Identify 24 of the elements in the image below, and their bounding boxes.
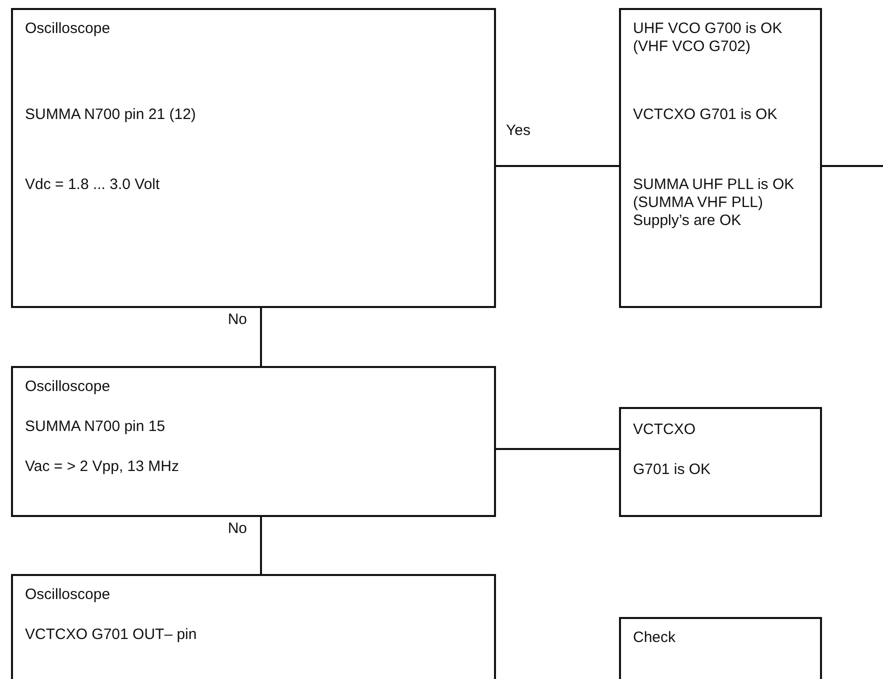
node-text: Vdc = 1.8 ... 3.0 Volt bbox=[25, 176, 160, 194]
node-text: VCTCXO G701 OUT– pin bbox=[25, 626, 197, 644]
process-box bbox=[619, 8, 822, 308]
connector-line bbox=[260, 517, 262, 574]
node-text: Oscilloscope bbox=[25, 586, 110, 604]
node-text: SUMMA N700 pin 21 (12) bbox=[25, 106, 196, 124]
process-box bbox=[11, 366, 496, 517]
node-text: SUMMA N700 pin 15 bbox=[25, 418, 166, 436]
process-box bbox=[11, 8, 496, 308]
process-box bbox=[11, 574, 496, 679]
connector-line bbox=[822, 165, 883, 167]
connector-line bbox=[496, 165, 619, 167]
node-text: G701 is OK bbox=[633, 461, 711, 479]
node-text: Check bbox=[633, 629, 676, 647]
node-text: SUMMA UHF PLL is OK (SUMMA VHF PLL) Supply’s are OK bbox=[633, 176, 796, 230]
node-text: VCTCXO G701 is OK bbox=[633, 106, 778, 124]
node-text: Vac = > 2 Vpp, 13 MHz bbox=[25, 458, 179, 476]
node-text: UHF VCO G700 is OK (VHF VCO G702) bbox=[633, 20, 784, 56]
node-text: Oscilloscope bbox=[25, 378, 110, 396]
node-text: Oscilloscope bbox=[25, 20, 110, 38]
connector-line bbox=[496, 448, 619, 450]
connector-line bbox=[260, 308, 262, 366]
node-text: VCTCXO bbox=[633, 421, 696, 439]
process-box bbox=[619, 407, 822, 517]
